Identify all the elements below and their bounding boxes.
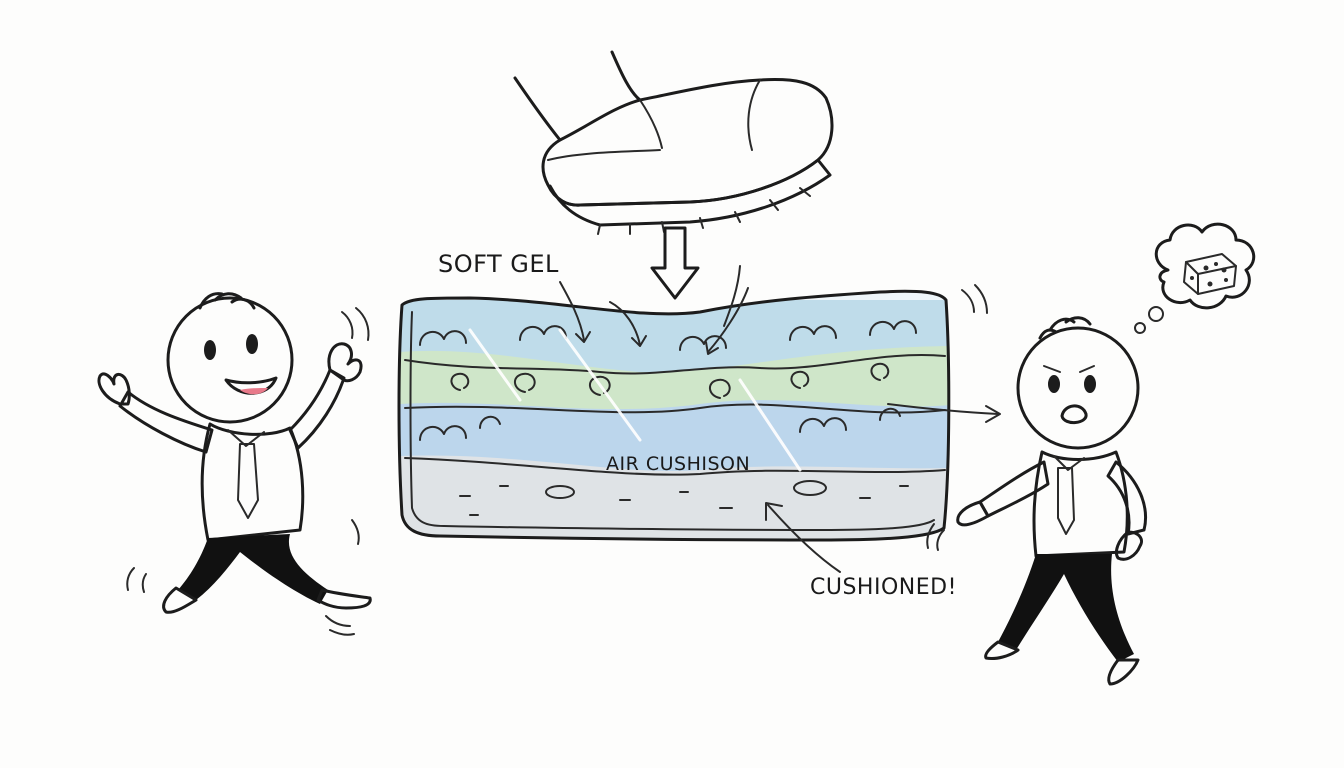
happy-stickman-icon: [97, 292, 372, 636]
sponge-icon: [1183, 253, 1237, 295]
worried-stickman-icon: [926, 316, 1148, 686]
air-cushion-label: AIR CUSHISON: [606, 453, 750, 475]
thought-bubble-icon: [1134, 222, 1256, 334]
cushioned-label: CUSHIONED!: [810, 575, 957, 600]
soft-gel-label: SOFT GEL: [438, 250, 559, 278]
cushion-pad-icon: [397, 265, 1001, 573]
boot-icon: [513, 50, 834, 235]
down-arrow-icon: [650, 226, 700, 300]
